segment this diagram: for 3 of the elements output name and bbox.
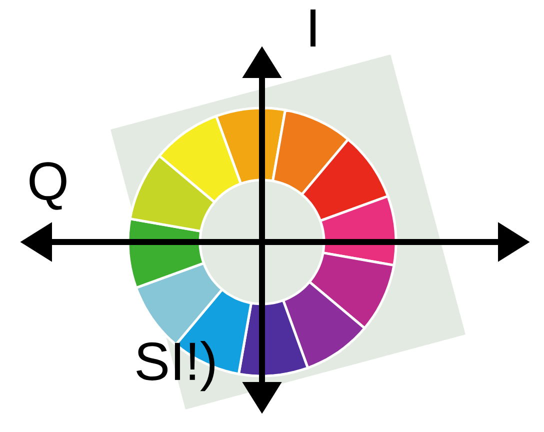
axis-label: I [310, 10, 316, 46]
axis-label: SI!) [136, 340, 214, 392]
axis-label: Q [30, 162, 66, 210]
